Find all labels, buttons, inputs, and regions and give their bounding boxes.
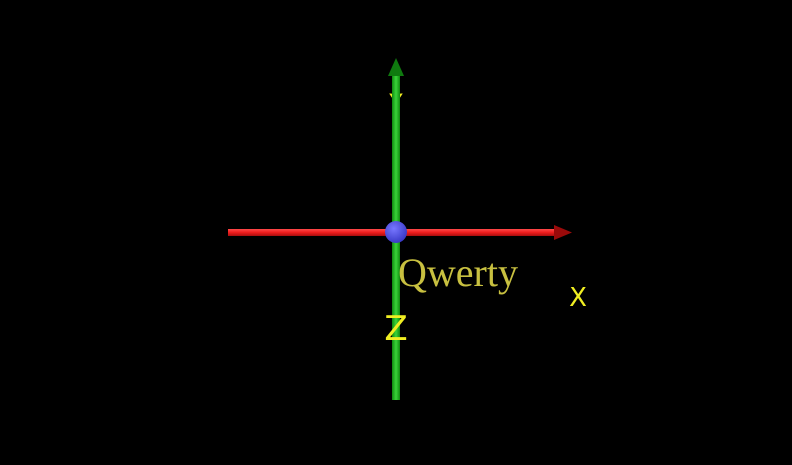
y-axis-arrow-icon[interactable] bbox=[388, 58, 404, 76]
x-axis-arrow-icon[interactable] bbox=[554, 225, 572, 240]
text-object-qwerty[interactable]: Qwerty bbox=[398, 250, 518, 295]
x-axis-label: X bbox=[569, 283, 587, 313]
origin-handle-icon[interactable] bbox=[385, 221, 407, 243]
z-axis-label: Z bbox=[384, 309, 407, 349]
